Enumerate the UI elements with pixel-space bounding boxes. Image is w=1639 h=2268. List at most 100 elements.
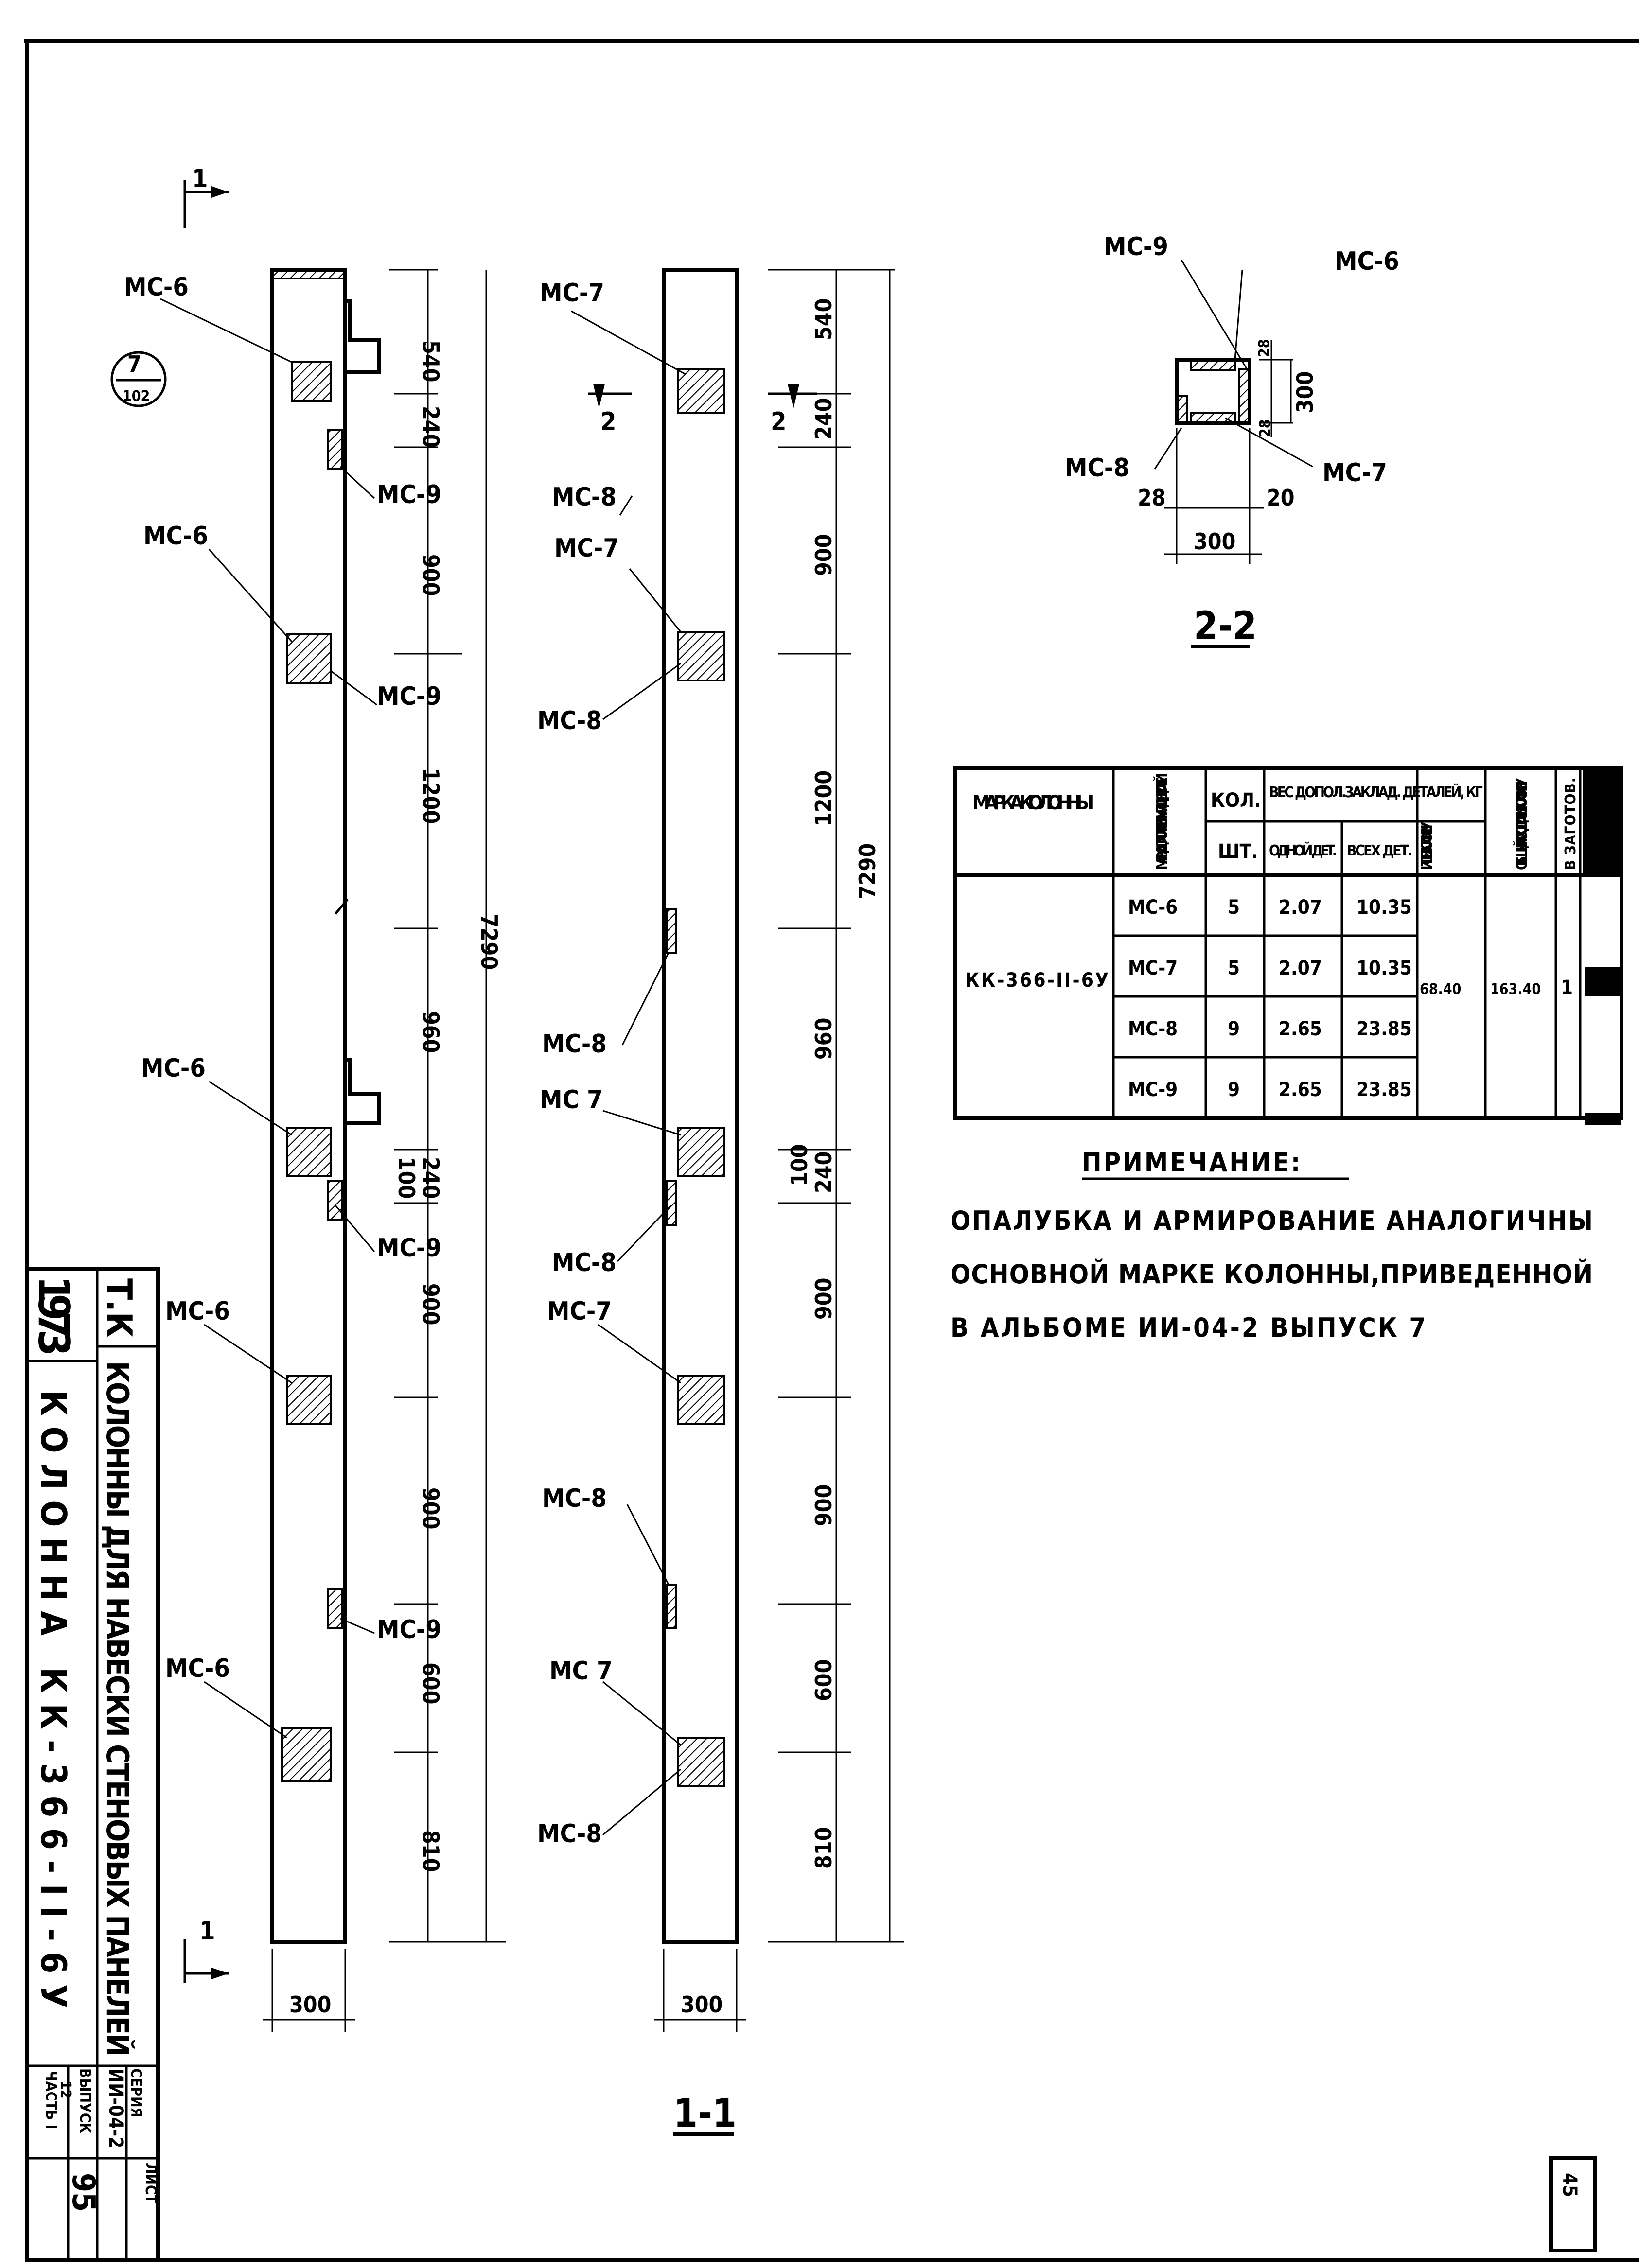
mark-label: МС-6 (165, 1654, 230, 1683)
title-block-text: 1973 Т.К КОЛОННЫ ДЛЯ НАВЕСКИ СТЕНОВЫХ ПА… (29, 1276, 159, 2212)
series-label: СЕРИЯ (127, 2068, 144, 2117)
table-cell-qty: 5 (1228, 896, 1240, 919)
dimension-label: 960 (418, 1011, 444, 1053)
table-header-all: ВСЕХ ДЕТ. (1347, 842, 1412, 859)
dimension-label: 900 (811, 1278, 837, 1320)
table-cell-part: МС-8 (1128, 1018, 1178, 1040)
dimension-label: 900 (418, 1487, 444, 1529)
section-2-2-labels: МС-9 МС-6 МС-8 МС-7 28 300 28 28 20 300 … (1065, 232, 1399, 648)
table-cell-all: 10.35 (1357, 957, 1412, 979)
table-cell-qty: 9 (1228, 1018, 1240, 1040)
mark-label: МС-9 (377, 682, 441, 711)
table-cell-all: 23.85 (1357, 1079, 1412, 1101)
title-block (25, 1267, 160, 2262)
dimension-label: 810 (811, 1827, 837, 1869)
mark-label: МС 7 (540, 1085, 603, 1115)
dimension-label: 900 (418, 554, 444, 596)
note-heading: ПРИМЕЧАНИЕ: (1082, 1147, 1302, 1178)
note-line: В АЛЬБОМЕ ИИ-04-2 ВЫПУСК 7 (951, 1312, 1428, 1343)
title-org: Т.К (99, 1278, 140, 1338)
part-value: ЧАСТЬ I (42, 2071, 59, 2129)
mark-label: МС-8 (1065, 454, 1129, 483)
dimension-label: 1200 (811, 770, 837, 826)
node-ref-bottom: 102 (123, 388, 150, 405)
table-header-qty: КОЛ. (1211, 789, 1261, 812)
table-cell-extra: 1 (1561, 977, 1573, 999)
table-cell-qty: 9 (1228, 1079, 1240, 1101)
table-header-one: ОДНОЙ ДЕТ. (1269, 842, 1337, 859)
section-title-1-1: 1-1 (673, 2091, 737, 2136)
mark-label: МС-7 (547, 1297, 612, 1326)
title-subject: КОЛОННЫ ДЛЯ НАВЕСКИ СТЕНОВЫХ ПАНЕЛЕЙ (100, 1361, 135, 2056)
corner-stamp-text: 45 (1558, 2173, 1581, 2197)
table-cell-all: 10.35 (1357, 896, 1412, 919)
mark-label: МС-9 (377, 480, 441, 509)
dimension-label: 1200 (418, 768, 444, 824)
mark-label: МС-8 (542, 1029, 607, 1059)
table-cell-one: 2.65 (1279, 1079, 1322, 1101)
dimension-label: 540 (811, 298, 837, 340)
dimension-label: 28 (1257, 419, 1274, 437)
dimension-label: 28 (1138, 485, 1166, 511)
materials-table (953, 766, 1623, 1125)
mark-label: МС-9 (1104, 232, 1168, 262)
elevation-1-labels: 1 1 7 102 МС-6 МС-9 МС-6 МС-9 МС-6 МС-9 … (123, 164, 502, 2018)
width-dimension: 300 (289, 1991, 331, 2018)
mark-label: МС-6 (124, 273, 189, 302)
table-cell-part: МС-6 (1128, 896, 1178, 919)
mark-label: МС-6 (143, 522, 208, 551)
dimension-label: 600 (418, 1662, 444, 1704)
dimension-label: 100 (786, 1144, 812, 1186)
elevation-2-labels: 2 2 МС-7 МС-8 МС-7 МС-8 МС-8 МС 7 МС-8 М… (537, 279, 881, 2136)
mark-label: МС-9 (377, 1615, 441, 1644)
dimension-label: 240 (418, 406, 444, 448)
series-value: ИИ-04-2 (105, 2068, 127, 2148)
table-cell-part: МС-9 (1128, 1079, 1178, 1101)
table-header-qty-unit: ШТ. (1218, 840, 1258, 863)
dimension-label: 600 (811, 1659, 837, 1701)
materials-table-text: МАРКА КОЛОННЫ МАРКА ДОПОЛНИТ ЗАКЛАДН ДЕТ… (965, 773, 1579, 1101)
section-cut-label: 1 (199, 1917, 215, 1946)
dimension-label: 810 (418, 1830, 444, 1872)
mark-label: МС-7 (1322, 458, 1387, 488)
section-2-2 (1154, 260, 1313, 648)
table-header-steel: ОБЩИЙ РАСХОД СТАЛИ НА КОЛОННУ (1513, 778, 1531, 870)
note-line: ОПАЛУБКА И АРМИРОВАНИЕ АНАЛОГИЧНЫ (951, 1205, 1595, 1236)
table-cell-one: 2.07 (1279, 957, 1322, 979)
mark-label: МС-8 (537, 1819, 602, 1849)
dimension-label: 20 (1267, 485, 1295, 511)
mark-label: МС-8 (537, 706, 602, 735)
note-block: ПРИМЕЧАНИЕ: ОПАЛУБКА И АРМИРОВАНИЕ АНАЛО… (951, 1147, 1595, 1343)
section-cut-label: 2 (600, 407, 617, 436)
dimension-label: 900 (811, 1484, 837, 1526)
dimension-label: 900 (811, 534, 837, 576)
dimension-label: 240 (811, 1151, 837, 1193)
table-header-mark: МАРКА КОЛОННЫ (972, 792, 1094, 814)
table-cell-all: 23.85 (1357, 1018, 1412, 1040)
table-cell-qty: 5 (1228, 957, 1240, 979)
sheet-frame (24, 39, 1639, 2262)
table-cell-one: 2.07 (1279, 896, 1322, 919)
column-elevation-1 (110, 180, 506, 2032)
dimension-label: 960 (811, 1018, 837, 1060)
column-elevation-2 (571, 268, 904, 2136)
dimension-label: 300 (1194, 528, 1235, 555)
mark-label: МС-6 (141, 1054, 206, 1083)
mark-label: МС-8 (552, 1248, 617, 1277)
dimension-label: 300 (1292, 371, 1318, 413)
overall-dimension: 7290 (854, 843, 881, 899)
table-cell-part: МС-7 (1128, 957, 1178, 979)
table-cell-one: 2.65 (1279, 1018, 1322, 1040)
mark-label: МС-7 (554, 534, 619, 563)
section-cut-label: 1 (192, 164, 208, 193)
section-cut-label: 2 (771, 407, 787, 436)
table-header-total: ИТОГО НА КОЛОННУ (1419, 821, 1436, 870)
note-line: ОСНОВНОЙ МАРКЕ КОЛОННЫ,ПРИВЕДЕННОЙ (951, 1259, 1595, 1290)
sheet-number: 95 (65, 2173, 101, 2212)
dimension-label: 240 (811, 398, 837, 440)
overall-dimension: 7290 (476, 914, 502, 970)
mark-label: МС-7 (540, 279, 604, 308)
dimension-label: 540 (418, 340, 444, 382)
mark-label: МС-6 (165, 1297, 230, 1326)
